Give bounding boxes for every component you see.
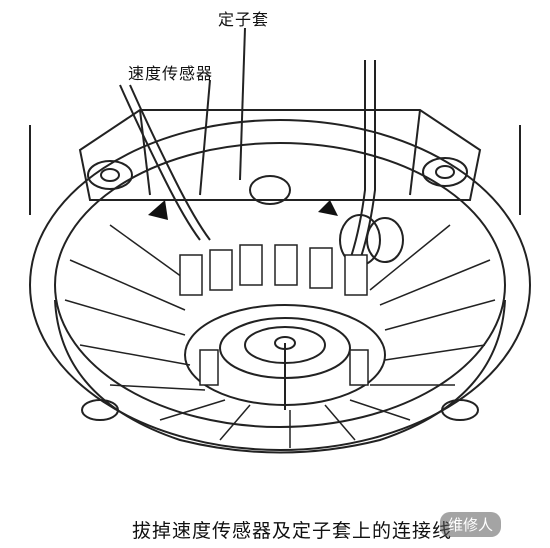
boss-left (87, 160, 133, 190)
inner-rim (54, 142, 506, 428)
arrow-speed-sensor (148, 200, 168, 220)
leader-stator (239, 27, 246, 181)
arrow-stator (318, 200, 338, 216)
leader-speed (199, 79, 211, 196)
harness (349, 60, 366, 261)
foot-right (441, 399, 479, 421)
foot-left (81, 399, 119, 421)
sensor-cable (119, 84, 201, 241)
connector (249, 175, 291, 205)
speed-sensor-label: 速度传感器 (128, 64, 214, 83)
top-housing (78, 109, 482, 201)
stator-cover-label: 定子套 (218, 10, 270, 29)
boss-right (422, 157, 468, 187)
outer-rim (29, 119, 531, 451)
base-flange (54, 299, 506, 454)
figure-caption: 拔掉速度传感器及定子套上的连接线 (132, 520, 453, 542)
watermark: 维修人 (440, 512, 502, 537)
stator-teeth (179, 244, 369, 386)
radial-fins (64, 224, 496, 448)
